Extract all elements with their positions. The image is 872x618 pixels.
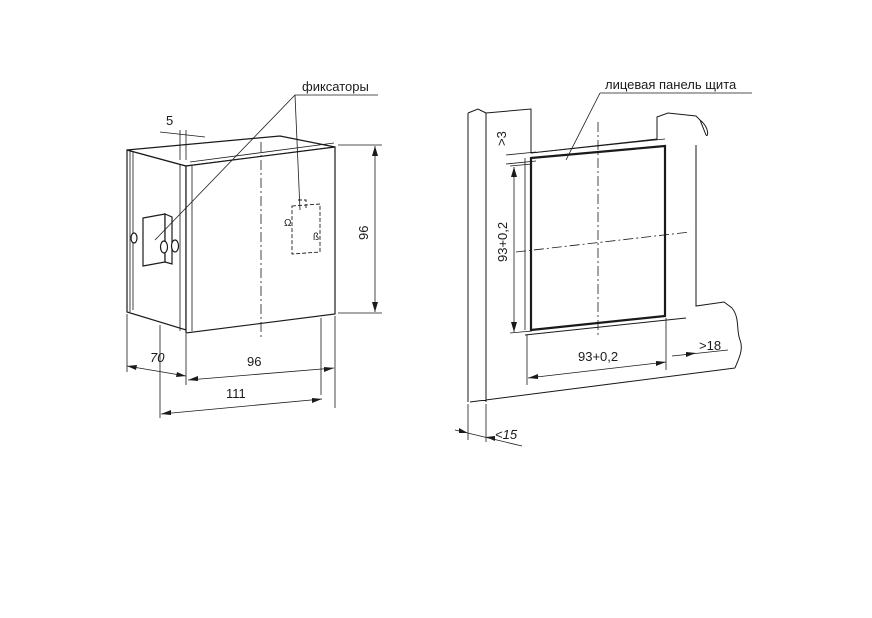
cutout-window-inner — [524, 138, 666, 330]
dim-height-label: 96 — [356, 226, 371, 240]
dim-cutout-width: 93+0,2 — [526, 318, 667, 385]
cutout-window — [529, 144, 667, 332]
dim-depth-offset: 5 — [159, 113, 206, 160]
dim-panel-thickness-label: <15 — [495, 427, 518, 442]
bezel-edge — [179, 164, 193, 333]
dim-panel-thickness: <15 — [454, 404, 523, 447]
dim-overall-width-label: 111 — [226, 386, 246, 401]
cutout-sill — [524, 317, 687, 336]
panel-face-leader — [565, 92, 601, 161]
latch-leader-2 — [294, 94, 301, 211]
dim-overall-width: 111 — [160, 386, 323, 415]
top-edge-double — [189, 142, 335, 163]
svg-text:Ω: Ω — [284, 218, 292, 229]
svg-text:ß: ß — [313, 232, 319, 243]
panel-cutout: лицевая панель щита >3 93+0,2 93+0,2 >18 — [454, 77, 752, 447]
dim-wall-side-gap-label: >18 — [699, 338, 721, 353]
dim-depth: 70 — [126, 350, 187, 377]
latch-leader-1 — [154, 94, 296, 241]
dim-cutout-width-label: 93+0,2 — [578, 349, 618, 364]
housing-back-edge — [129, 150, 134, 312]
dim-width-label: 96 — [247, 354, 261, 369]
dim-wall-top-gap-label: >3 — [494, 131, 509, 146]
latch-front-hidden: Ω ß — [284, 199, 321, 255]
dim-wall-side-gap: >18 — [671, 338, 729, 357]
instrument-housing: Ω ß фиксаторы 5 96 70 — [126, 79, 382, 418]
latches-label: фиксаторы — [302, 79, 369, 94]
panel-inner-edges — [485, 113, 532, 402]
dim-cutout-height: 93+0,2 — [495, 163, 533, 334]
dim-cutout-height-label: 93+0,2 — [495, 222, 510, 262]
panel-face-label: лицевая панель щита — [605, 77, 737, 92]
dim-bottom-extensions — [126, 314, 336, 418]
latch-side — [130, 213, 180, 267]
dim-depth-label: 70 — [150, 350, 165, 365]
dim-wall-top-gap: >3 — [494, 131, 537, 165]
cutout-centerline-horizontal — [515, 231, 691, 253]
dim-height: 96 — [338, 144, 382, 314]
dim-depth-offset-label: 5 — [166, 113, 173, 128]
dim-width: 96 — [187, 354, 335, 381]
